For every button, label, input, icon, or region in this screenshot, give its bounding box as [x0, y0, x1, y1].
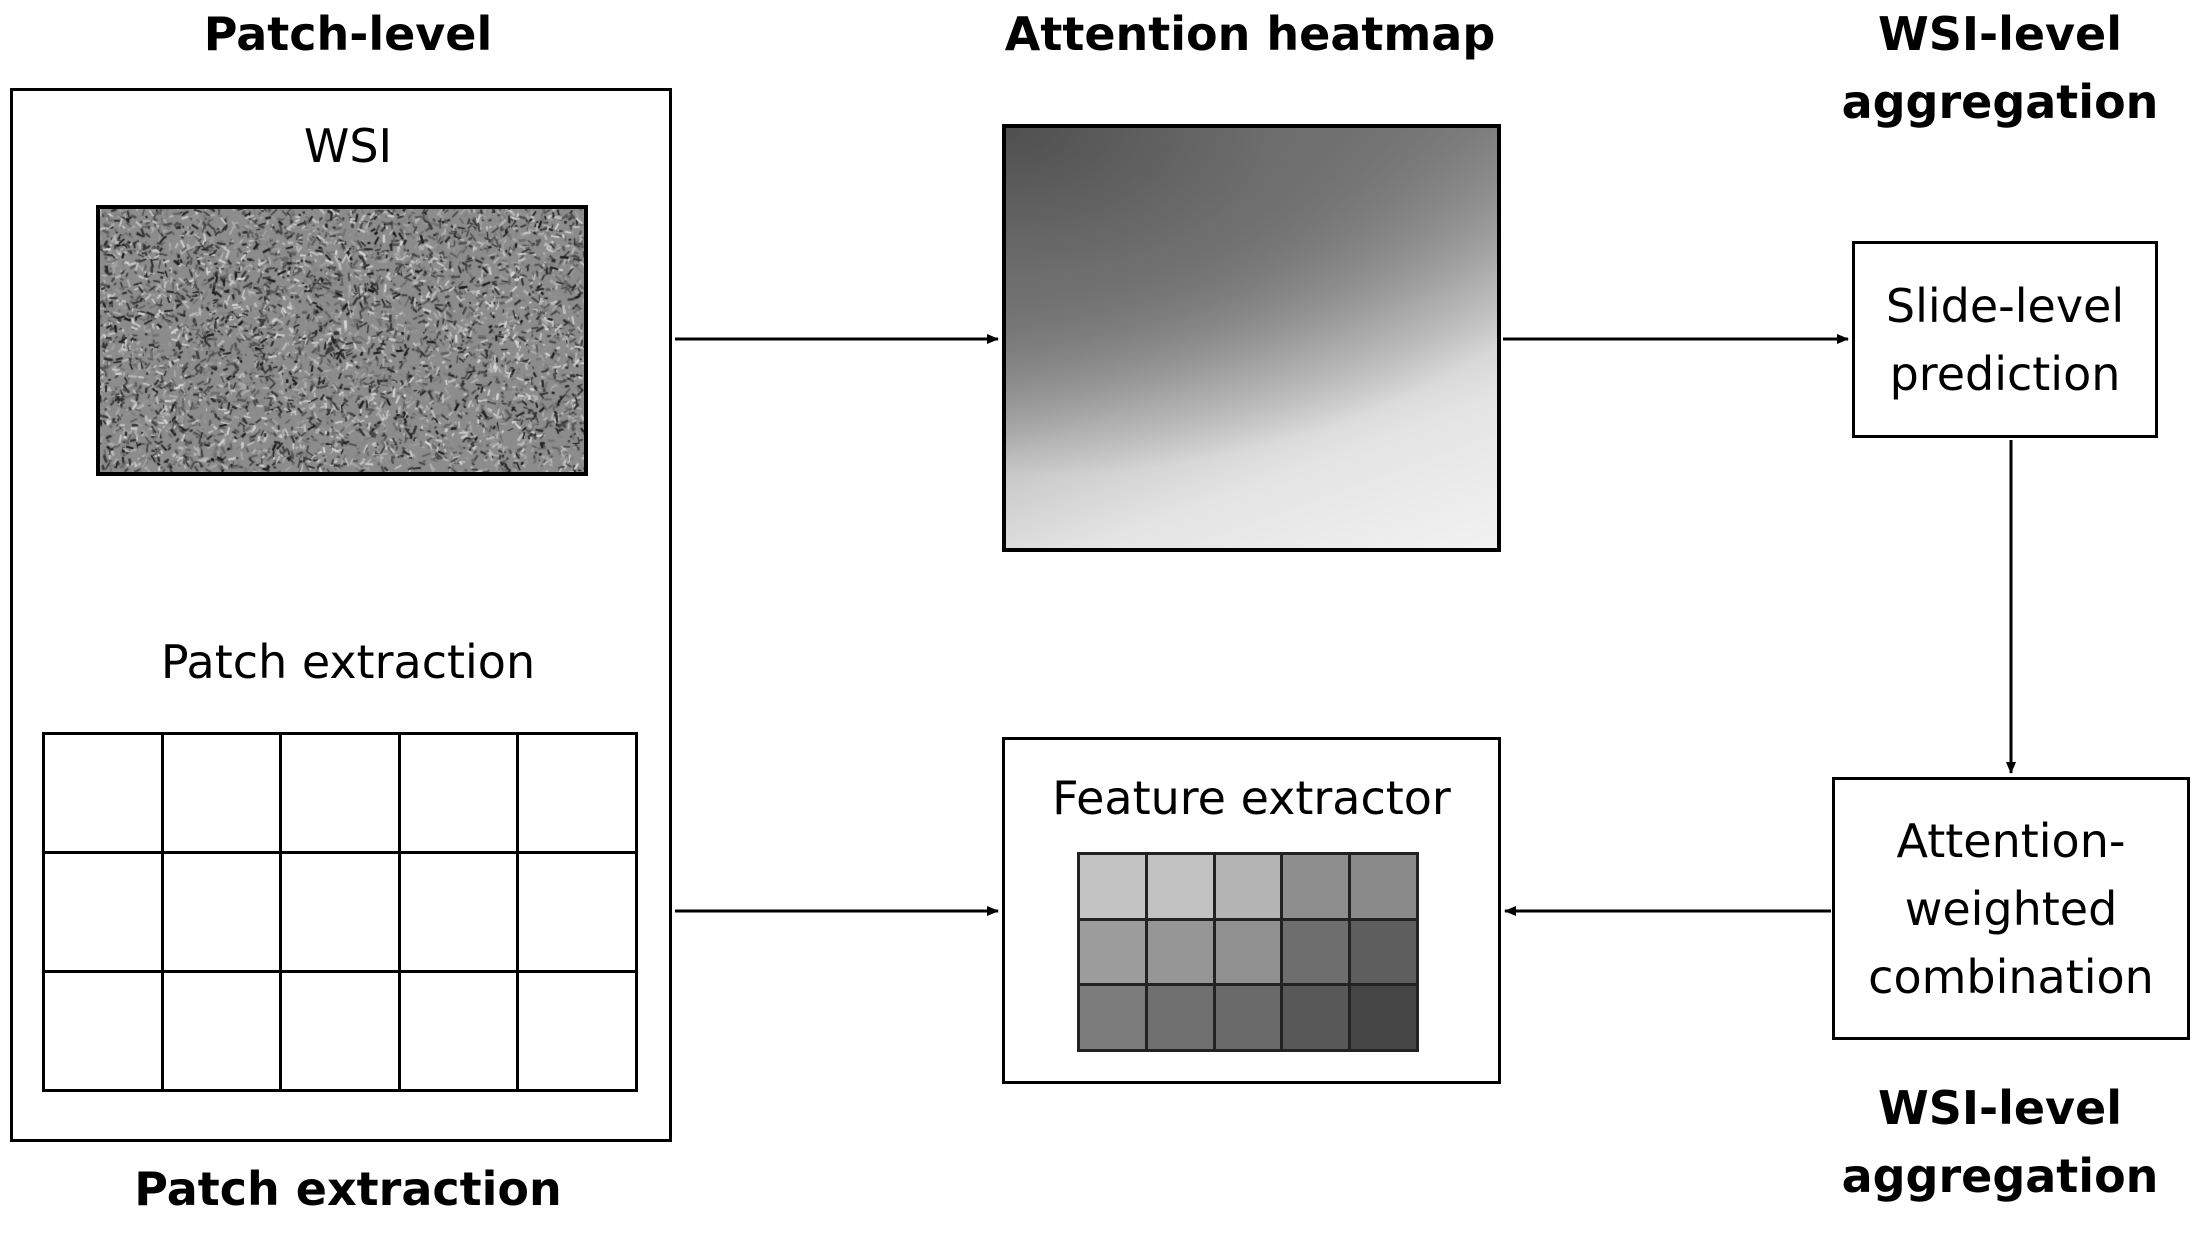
patch-cell: [42, 851, 164, 973]
patch-grid-row: [42, 970, 638, 1092]
feature-cell: [1283, 920, 1349, 984]
header-patch-extraction-bottom: Patch extraction: [134, 1162, 562, 1216]
patch-grid: [42, 732, 638, 1092]
header-attention-heatmap: Attention heatmap: [1004, 7, 1496, 61]
patch-extraction-label: Patch extraction: [160, 635, 536, 689]
attention-heatmap-image: [1002, 124, 1501, 552]
feature-cell: [1351, 855, 1416, 918]
attention-line2: weighted: [1904, 881, 2118, 936]
patch-cell: [42, 970, 164, 1092]
wsi-texture: [100, 209, 584, 472]
patch-grid-row: [42, 851, 638, 973]
feature-cell: [1147, 920, 1213, 984]
patch-grid-row: [42, 732, 638, 854]
header-wsi-level-bottom-line1: WSI-level: [1878, 1081, 2122, 1135]
feature-cell: [1147, 986, 1213, 1049]
patch-cell: [516, 732, 638, 854]
patch-cell: [279, 851, 401, 973]
feature-cell: [1351, 986, 1416, 1049]
header-wsi-level-top-line1: WSI-level: [1878, 7, 2122, 61]
patch-cell: [160, 851, 283, 973]
attention-weighted-combination-box: Attention- weighted combination: [1832, 777, 2190, 1040]
patch-cell: [160, 970, 283, 1092]
wsi-label: WSI: [303, 119, 393, 173]
feature-extractor-label: Feature extractor: [1052, 771, 1451, 825]
patch-cell: [397, 732, 520, 854]
feature-cell: [1080, 920, 1145, 984]
slide-level-prediction-box: Slide-level prediction: [1852, 241, 2158, 438]
patch-cell: [397, 970, 520, 1092]
feature-cell: [1215, 986, 1281, 1049]
patch-cell: [516, 970, 638, 1092]
attention-line3: combination: [1868, 949, 2154, 1004]
slide-level-line1: Slide-level: [1885, 278, 2125, 333]
header-wsi-level-bottom-line2: aggregation: [1841, 1149, 2159, 1203]
feature-cell: [1283, 855, 1349, 918]
feature-cell: [1215, 855, 1281, 918]
patch-cell: [516, 851, 638, 973]
patch-cell: [160, 732, 283, 854]
slide-level-line2: prediction: [1889, 346, 2121, 401]
patch-cell: [279, 732, 401, 854]
feature-cell: [1080, 986, 1145, 1049]
patch-cell: [42, 732, 164, 854]
header-patch-level: Patch-level: [203, 7, 493, 61]
header-wsi-level-top-line2: aggregation: [1841, 75, 2159, 129]
feature-cell: [1080, 855, 1145, 918]
feature-grid: [1077, 852, 1419, 1052]
feature-cell: [1351, 920, 1416, 984]
feature-cell: [1215, 920, 1281, 984]
patch-cell: [397, 851, 520, 973]
wsi-tissue-image: [96, 205, 588, 476]
patch-cell: [279, 970, 401, 1092]
feature-cell: [1283, 986, 1349, 1049]
feature-cell: [1147, 855, 1213, 918]
attention-line1: Attention-: [1896, 813, 2126, 868]
